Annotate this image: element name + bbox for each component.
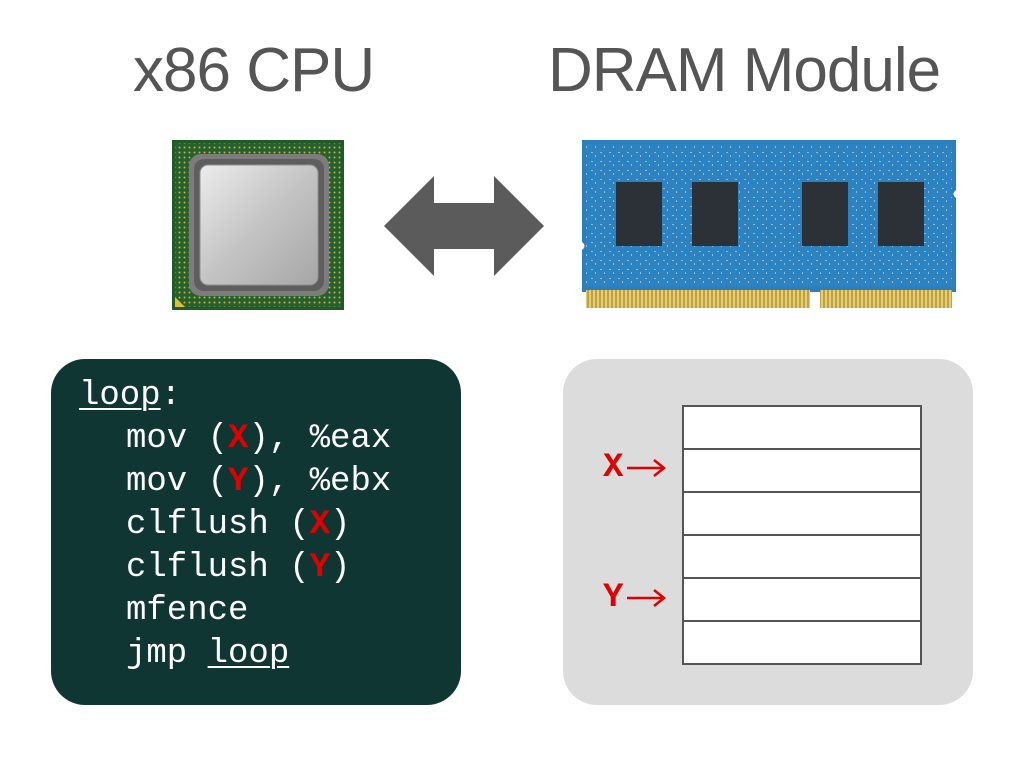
cpu-title: x86 CPU [133, 36, 375, 105]
code-line: mov (Y), %ebx [126, 463, 392, 501]
code-line-label: loop: [79, 377, 182, 415]
memory-row [684, 450, 920, 493]
memory-panel: X Y [563, 359, 973, 705]
code-line: jmp loop [126, 635, 290, 673]
jump-target: loop [207, 635, 290, 673]
dram-module-icon [582, 140, 956, 308]
pointer-x-label: X [603, 449, 624, 487]
memory-row [684, 536, 920, 579]
cpu-chip-icon [172, 140, 344, 310]
memory-row [684, 579, 920, 622]
dram-title: DRAM Module [548, 36, 941, 105]
operand-y: Y [228, 463, 249, 501]
operand-x: X [228, 420, 249, 458]
pointer-y-label: Y [603, 579, 624, 617]
memory-array [682, 405, 922, 665]
memory-row [684, 407, 920, 450]
code-line: mov (X), %eax [126, 420, 392, 458]
memory-row [684, 493, 920, 536]
pointer-x: X [603, 451, 667, 485]
operand-x: X [309, 506, 331, 544]
operand-y: Y [309, 549, 331, 587]
arrow-right-icon [627, 589, 667, 607]
code-panel: loop: mov (X), %eax mov (Y), %ebx clflus… [51, 359, 461, 705]
pointer-y: Y [603, 581, 667, 615]
memory-row [684, 622, 920, 663]
code-line: clflush (X) [126, 506, 351, 544]
loop-label: loop [79, 377, 161, 415]
code-line: clflush (Y) [126, 549, 351, 587]
arrow-right-icon [627, 459, 667, 477]
code-line: mfence [126, 592, 249, 630]
double-arrow-icon [384, 176, 544, 276]
